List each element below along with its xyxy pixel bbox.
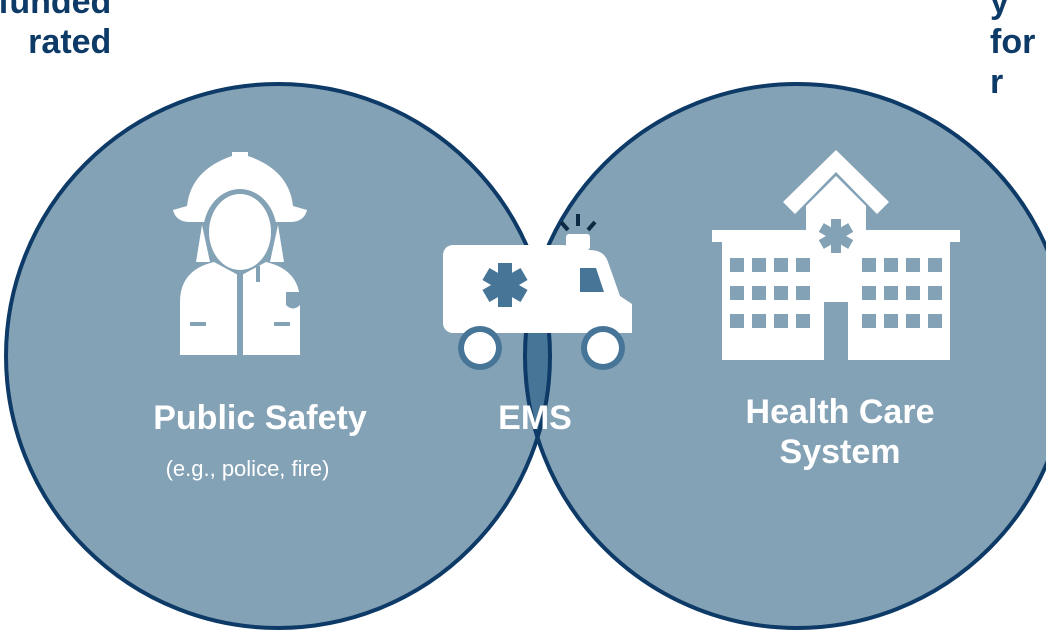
hospital-icon <box>712 150 960 360</box>
right-corner-text: y for r <box>990 0 1036 101</box>
ems-label: EMS <box>498 399 572 437</box>
ambulance-icon <box>443 214 632 370</box>
public-safety-outline <box>4 82 552 630</box>
public-safety-label: Public Safety <box>153 399 367 437</box>
health-care-outline <box>523 82 1046 630</box>
public-safety-examples: (e.g., police, fire) <box>165 456 330 481</box>
public-safety-circle <box>6 84 550 628</box>
firefighter-icon <box>173 152 307 355</box>
left-corner-text: funded rated <box>0 0 112 61</box>
health-care-label: Health Care System <box>745 393 935 471</box>
